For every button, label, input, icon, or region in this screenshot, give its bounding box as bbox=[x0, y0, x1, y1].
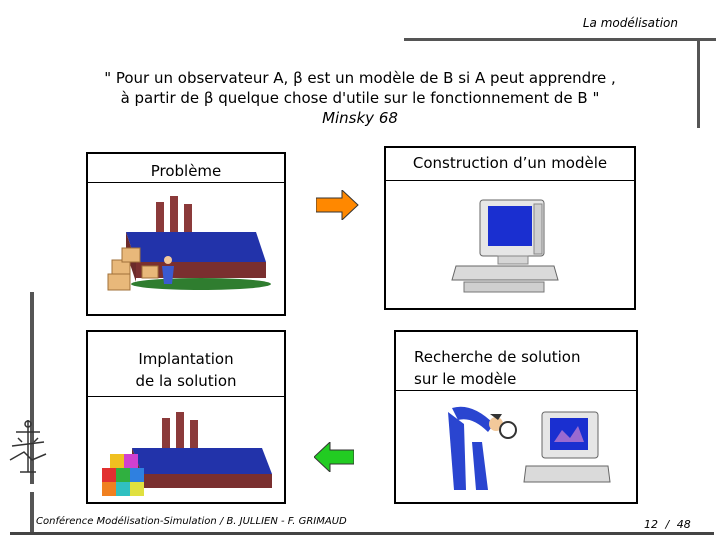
quote: " Pour un observateur A, β est un modèle… bbox=[0, 68, 720, 128]
probleme-label: Problème bbox=[150, 162, 222, 180]
header-divider bbox=[404, 38, 716, 41]
page-separator: / bbox=[665, 518, 670, 531]
page-current: 12 bbox=[644, 518, 658, 531]
footer-divider bbox=[10, 532, 714, 535]
quote-author: Minsky 68 bbox=[322, 109, 398, 127]
probleme-label-divider bbox=[88, 182, 284, 183]
recherche-label-line2: sur le modèle bbox=[414, 370, 517, 388]
factory-icon bbox=[107, 196, 271, 291]
detective-magnifier-icon bbox=[448, 406, 611, 490]
implantation-label-line2: de la solution bbox=[135, 372, 237, 390]
left-divider bbox=[30, 292, 34, 484]
footer-conference: Conférence Modélisation-Simulation / B. … bbox=[36, 516, 347, 527]
construction-box: Construction d’un modèle bbox=[384, 146, 636, 310]
computer-icon bbox=[451, 199, 559, 293]
page-total: 48 bbox=[676, 518, 691, 531]
footer-page-number: 12 / 48 bbox=[644, 518, 691, 531]
logo-icon bbox=[9, 420, 47, 473]
recherche-label-divider bbox=[396, 390, 636, 391]
left-divider-lower bbox=[30, 492, 34, 532]
probleme-box: Problème bbox=[86, 152, 286, 316]
arrow-right-icon bbox=[316, 190, 359, 220]
recherche-label: Recherche de solution sur le modèle bbox=[396, 346, 636, 390]
implantation-label-divider bbox=[88, 396, 284, 397]
arrow-left-icon bbox=[314, 442, 354, 472]
recherche-label-line1: Recherche de solution bbox=[414, 348, 581, 366]
implantation-label: Implantation de la solution bbox=[88, 348, 284, 392]
implantation-box: Implantation de la solution bbox=[86, 330, 286, 504]
quote-line-2: à partir de β quelque chose d'utile sur … bbox=[120, 89, 600, 107]
implantation-label-line1: Implantation bbox=[138, 350, 234, 368]
recherche-box: Recherche de solution sur le modèle bbox=[394, 330, 638, 504]
quote-line-1: " Pour un observateur A, β est un modèle… bbox=[104, 69, 616, 87]
factory-icon bbox=[102, 412, 272, 496]
construction-label-divider bbox=[386, 180, 634, 181]
header-title: La modélisation bbox=[582, 16, 678, 30]
construction-label: Construction d’un modèle bbox=[412, 154, 608, 172]
header-vertical-divider bbox=[697, 38, 700, 128]
